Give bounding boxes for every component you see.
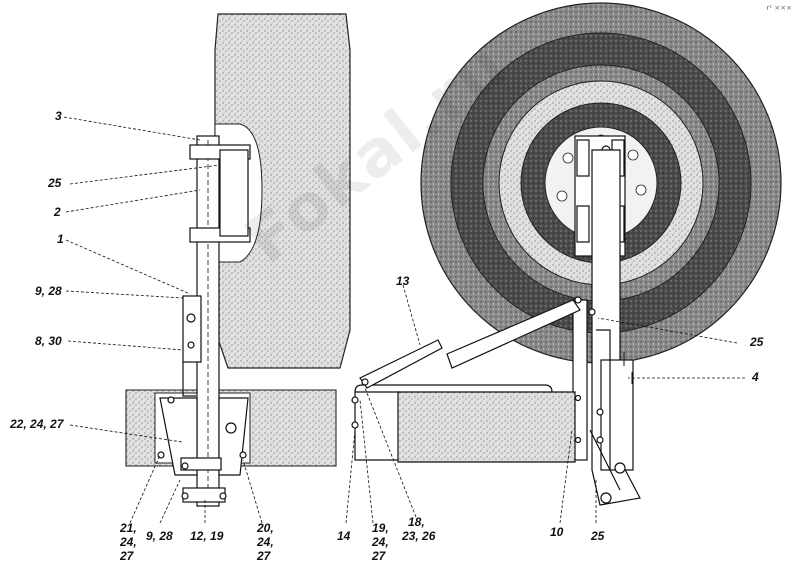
- callout-19-27: 27: [372, 549, 386, 563]
- callout-21-27: 27: [120, 549, 134, 563]
- callout-3: 3: [55, 109, 62, 123]
- callout-22-24-27: 22, 24, 27: [10, 417, 64, 431]
- callout-2: 2: [54, 205, 61, 219]
- callout-12-19: 12, 19: [190, 529, 224, 543]
- callout-1: 1: [57, 232, 64, 246]
- callout-8-30: 8, 30: [35, 334, 62, 348]
- callout-18: 18,: [408, 515, 425, 529]
- corner-mark: r¹ ×××: [766, 4, 792, 12]
- callout-25-right: 25: [750, 335, 764, 349]
- callout-9-28-left: 9, 28: [35, 284, 62, 298]
- right-bracket-assembly: [572, 135, 641, 506]
- leader-lines: [63, 116, 745, 524]
- callout-9-28-bottom: 9, 28: [146, 529, 173, 543]
- callout-18-23-26: 23, 26: [402, 529, 436, 543]
- callout-10: 10: [550, 525, 564, 539]
- callout-14: 14: [337, 529, 351, 543]
- callout-20-24: 24,: [257, 535, 274, 549]
- callout-13: 13: [396, 274, 410, 288]
- callout-25-left: 25: [48, 176, 62, 190]
- mudflap-arms: [359, 299, 581, 389]
- side-ticks: [623, 352, 633, 384]
- callout-19-24: 24,: [372, 535, 389, 549]
- callout-19: 19,: [372, 521, 389, 535]
- left-bracket-assembly: [157, 135, 251, 507]
- callout-4: 4: [752, 370, 759, 384]
- callout-20: 20,: [257, 521, 274, 535]
- right-frame-beam: [351, 384, 582, 463]
- callout-25-bottom: 25: [591, 529, 605, 543]
- callout-21: 21,: [120, 521, 137, 535]
- callout-21-24: 24,: [120, 535, 137, 549]
- callout-20-27: 27: [257, 549, 271, 563]
